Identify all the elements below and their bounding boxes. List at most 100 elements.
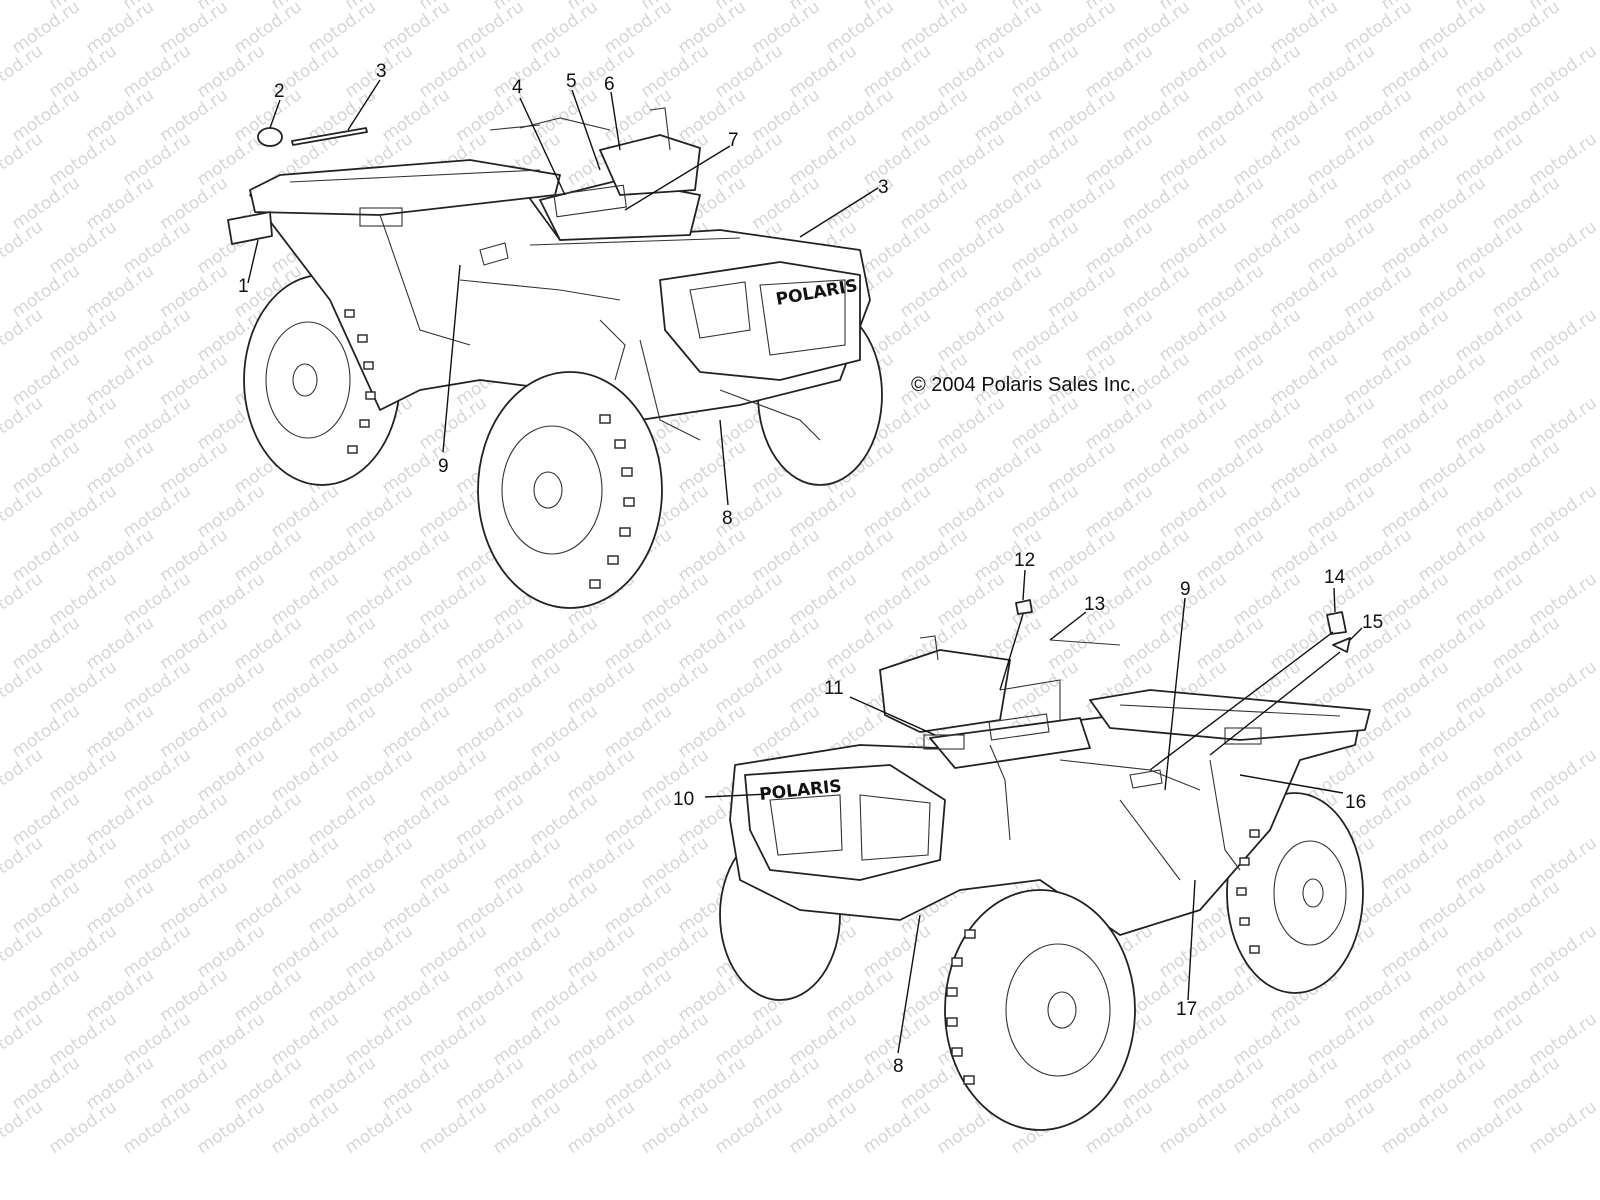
watermark-text: motod.ru — [415, 1097, 490, 1158]
watermark-text: motod.ru — [1488, 349, 1563, 410]
callout-8-lower: 8 — [893, 1056, 904, 1077]
watermark-text: motod.ru — [526, 1053, 601, 1114]
watermark-text: motod.ru — [378, 525, 453, 586]
watermark-text: motod.ru — [0, 41, 47, 102]
watermark-text: motod.ru — [711, 129, 786, 190]
watermark-text: motod.ru — [711, 569, 786, 630]
watermark-text: motod.ru — [1303, 129, 1378, 190]
callout-3-upper-left: 3 — [376, 61, 387, 82]
callout-14: 14 — [1324, 567, 1346, 588]
watermark-text: motod.ru — [1155, 393, 1230, 454]
callout-9-upper: 9 — [438, 456, 449, 477]
watermark-text: motod.ru — [304, 877, 379, 938]
watermark-text: motod.ru — [0, 481, 47, 542]
watermark-text: motod.ru — [859, 1097, 934, 1158]
watermark-text: motod.ru — [600, 877, 675, 938]
watermark-text: motod.ru — [156, 437, 231, 498]
watermark-text: motod.ru — [748, 0, 823, 58]
watermark-text: motod.ru — [1488, 261, 1563, 322]
watermark-text: motod.ru — [82, 789, 157, 850]
watermark-text: motod.ru — [1192, 437, 1267, 498]
watermark-text: motod.ru — [1525, 41, 1600, 102]
watermark-text: motod.ru — [711, 41, 786, 102]
atv2-callouts: 12 13 9 14 15 11 10 16 17 8 — [673, 550, 1383, 1077]
callout-15: 15 — [1362, 612, 1383, 633]
watermark-text: motod.ru — [1377, 921, 1452, 982]
watermark-text: motod.ru — [452, 701, 527, 762]
watermark-text: motod.ru — [230, 789, 305, 850]
watermark-text: motod.ru — [1488, 789, 1563, 850]
watermark-text: motod.ru — [341, 481, 416, 542]
decal-2-oval — [257, 127, 283, 147]
watermark-text: motod.ru — [711, 1009, 786, 1070]
watermark-text: motod.ru — [415, 745, 490, 806]
watermark-text: motod.ru — [8, 525, 83, 586]
watermark-text: motod.ru — [1377, 217, 1452, 278]
watermark-text: motod.ru — [526, 613, 601, 674]
watermark-text: motod.ru — [859, 129, 934, 190]
watermark-text: motod.ru — [1044, 261, 1119, 322]
watermark-text: motod.ru — [1007, 305, 1082, 366]
watermark-text: motod.ru — [8, 173, 83, 234]
watermark-text: motod.ru — [933, 305, 1008, 366]
watermark-text: motod.ru — [785, 569, 860, 630]
watermark-text: motod.ru — [341, 1097, 416, 1158]
watermark-text: motod.ru — [82, 965, 157, 1026]
watermark-text: motod.ru — [859, 481, 934, 542]
watermark-text: motod.ru — [82, 173, 157, 234]
watermark-text: motod.ru — [563, 745, 638, 806]
watermark-text: motod.ru — [415, 833, 490, 894]
watermark-text: motod.ru — [785, 1097, 860, 1158]
watermark-text: motod.ru — [1007, 41, 1082, 102]
watermark-text: motod.ru — [1081, 217, 1156, 278]
watermark-text: motod.ru — [45, 1097, 120, 1158]
callout-9-lower: 9 — [1180, 579, 1191, 600]
callout-3-upper-right: 3 — [878, 177, 889, 198]
watermark-text: motod.ru — [896, 173, 971, 234]
callout-12: 12 — [1014, 550, 1035, 571]
watermark-text: motod.ru — [970, 85, 1045, 146]
watermark-text: motod.ru — [156, 261, 231, 322]
watermark-text: motod.ru — [1229, 305, 1304, 366]
watermark-text: motod.ru — [1266, 173, 1341, 234]
watermark-text: motod.ru — [230, 1053, 305, 1114]
watermark-text: motod.ru — [1414, 437, 1489, 498]
watermark-text: motod.ru — [896, 85, 971, 146]
decal-14 — [1326, 611, 1347, 635]
watermark-text: motod.ru — [1340, 261, 1415, 322]
watermark-text: motod.ru — [452, 1053, 527, 1114]
watermark-text: motod.ru — [82, 877, 157, 938]
watermark-text: motod.ru — [1377, 305, 1452, 366]
watermark-text: motod.ru — [600, 701, 675, 762]
watermark-text: motod.ru — [230, 0, 305, 58]
watermark-text: motod.ru — [674, 1053, 749, 1114]
watermark-text: motod.ru — [8, 85, 83, 146]
watermark-text: motod.ru — [1377, 657, 1452, 718]
watermark-text: motod.ru — [304, 525, 379, 586]
watermark-text: motod.ru — [378, 1053, 453, 1114]
watermark-text: motod.ru — [8, 1053, 83, 1114]
atv1-front-wheel — [477, 371, 663, 609]
watermark-text: motod.ru — [193, 41, 268, 102]
watermark-text: motod.ru — [415, 921, 490, 982]
watermark-text: motod.ru — [822, 525, 897, 586]
watermark-text: motod.ru — [600, 965, 675, 1026]
watermark-text: motod.ru — [415, 1009, 490, 1070]
watermark-text: motod.ru — [82, 437, 157, 498]
watermark-text: motod.ru — [82, 1053, 157, 1114]
watermark-text: motod.ru — [1266, 1053, 1341, 1114]
watermark-text: motod.ru — [267, 833, 342, 894]
watermark-text: motod.ru — [785, 129, 860, 190]
watermark-text: motod.ru — [1155, 217, 1230, 278]
watermark-text: motod.ru — [1488, 965, 1563, 1026]
watermark-text: motod.ru — [1303, 217, 1378, 278]
watermark-text: motod.ru — [193, 1009, 268, 1070]
watermark-text: motod.ru — [1377, 1097, 1452, 1158]
watermark-text: motod.ru — [119, 1097, 194, 1158]
atv2-body — [729, 635, 1371, 936]
callout-1: 1 — [238, 276, 249, 297]
watermark-text: motod.ru — [748, 173, 823, 234]
callout-6: 6 — [604, 74, 615, 95]
watermark-text: motod.ru — [1007, 217, 1082, 278]
watermark-text: motod.ru — [341, 657, 416, 718]
